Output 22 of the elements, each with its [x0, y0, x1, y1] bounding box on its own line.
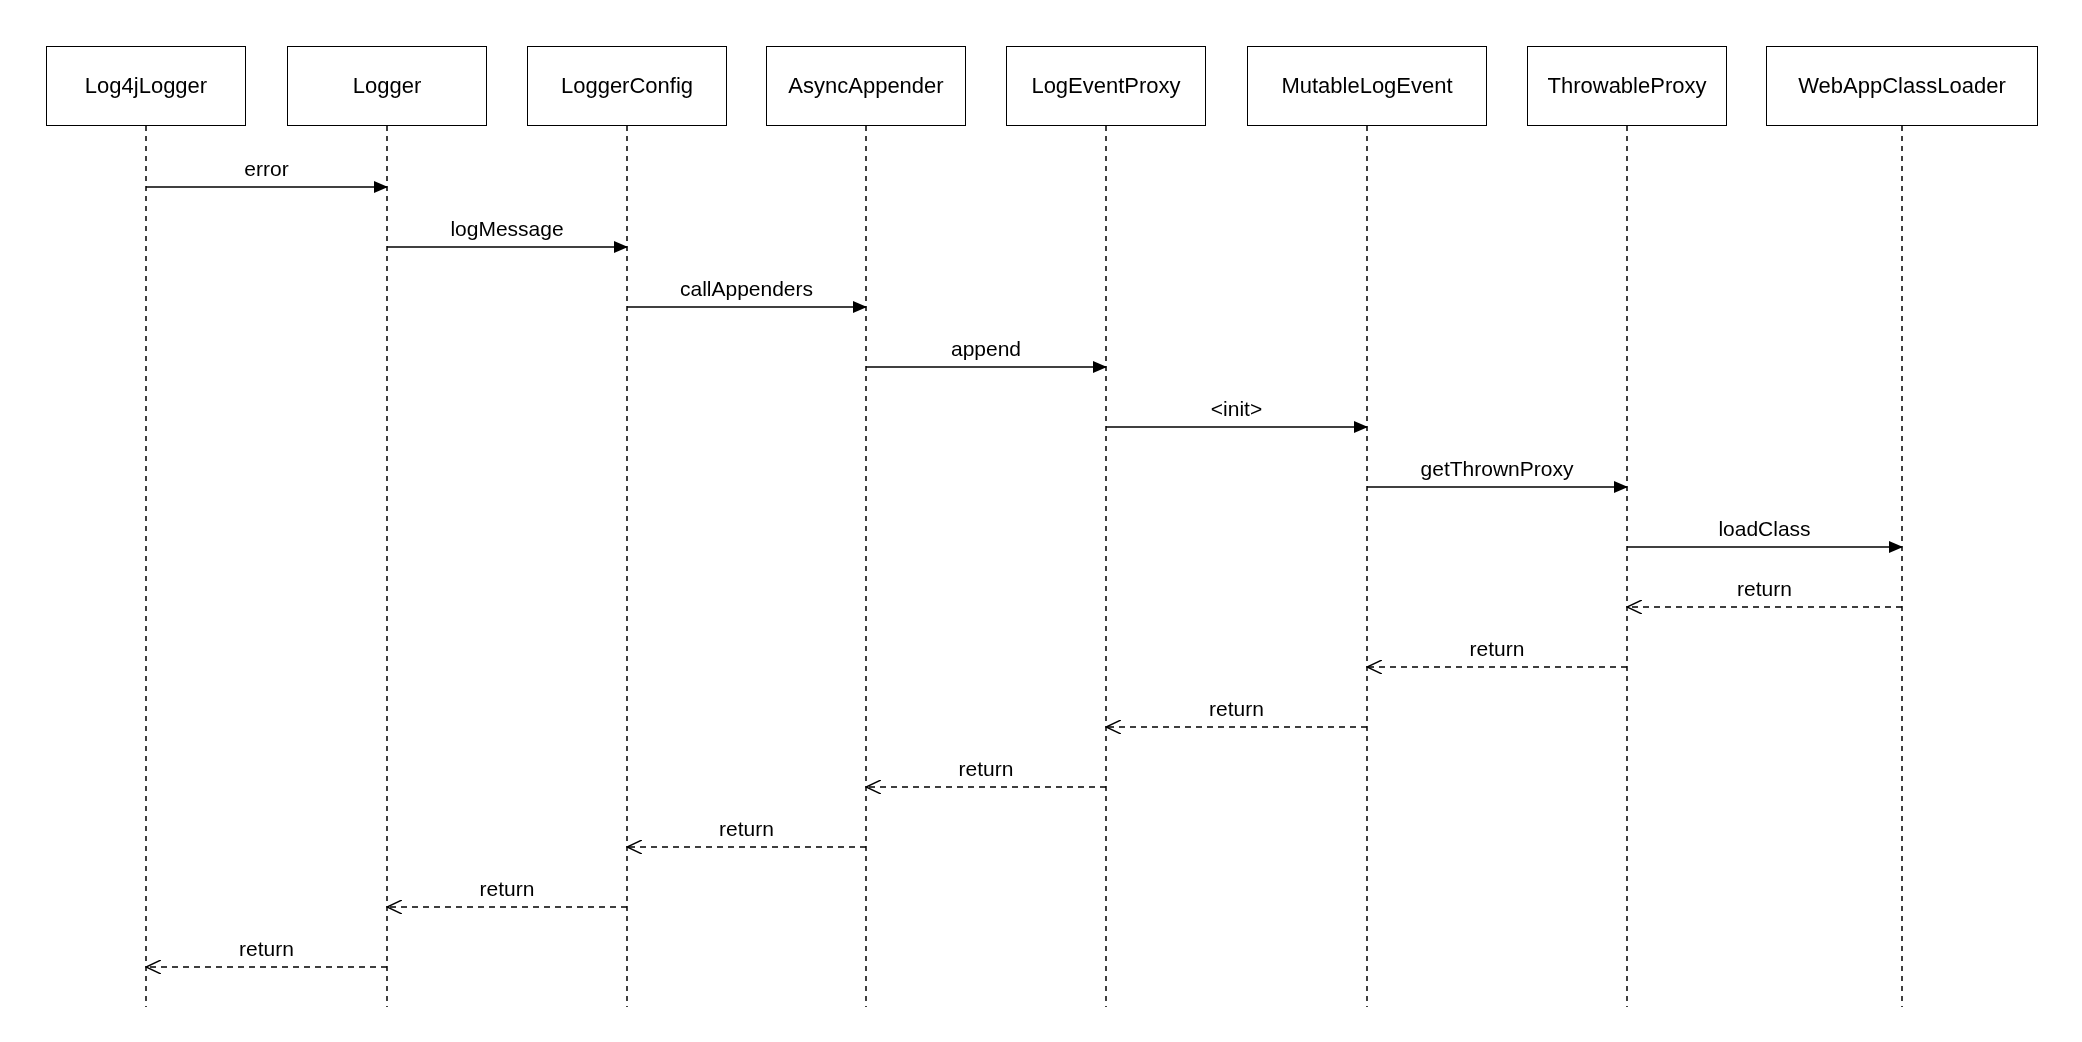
message-arrow [626, 301, 867, 313]
participant-box: WebAppClassLoader [1766, 46, 2038, 126]
message-arrow [145, 181, 388, 193]
message-arrow [1626, 599, 1903, 615]
message-arrow [1626, 541, 1903, 553]
message-arrow [1105, 421, 1368, 433]
participant-box: LogEventProxy [1006, 46, 1206, 126]
message-arrow [865, 361, 1107, 373]
participant-box: MutableLogEvent [1247, 46, 1487, 126]
message-arrow [386, 241, 628, 253]
message-arrow [626, 839, 867, 855]
message-arrow [1105, 719, 1368, 735]
participant-box: Logger [287, 46, 487, 126]
message-arrow [1366, 481, 1628, 493]
participant-box: LoggerConfig [527, 46, 727, 126]
participant-box: ThrowableProxy [1527, 46, 1727, 126]
message-arrow [1366, 659, 1628, 675]
message-arrow [865, 779, 1107, 795]
participant-box: AsyncAppender [766, 46, 966, 126]
message-arrow [145, 959, 388, 975]
participant-box: Log4jLogger [46, 46, 246, 126]
message-arrow [386, 899, 628, 915]
